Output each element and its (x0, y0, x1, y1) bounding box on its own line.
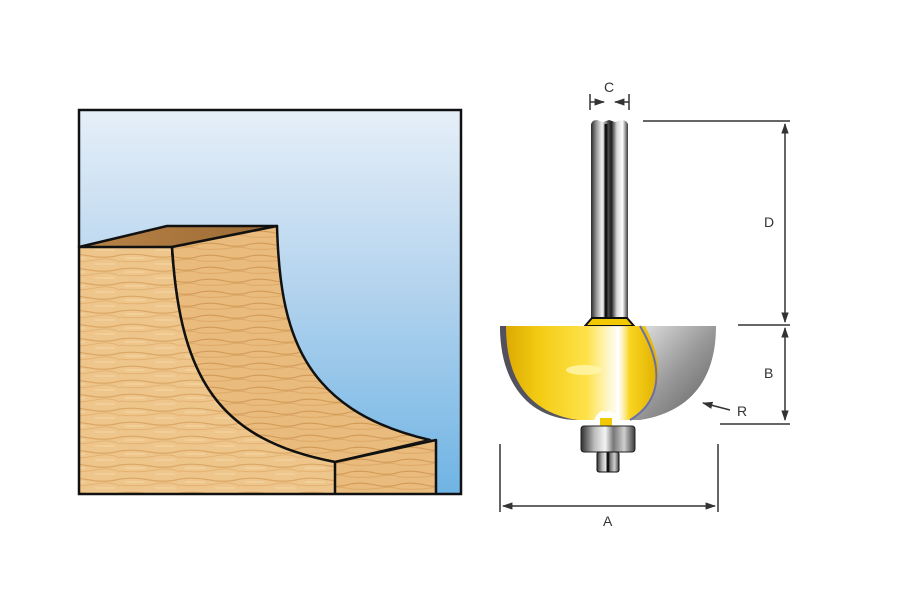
wood-front-face (79, 247, 172, 494)
dimension-d (643, 120, 790, 324)
wood-step-face (335, 440, 436, 494)
illustration-frame (77, 108, 463, 496)
dimension-a (499, 444, 719, 512)
label-r: R (737, 403, 747, 419)
cutter-head (500, 325, 716, 421)
label-a: A (603, 513, 613, 529)
carbide-edge-right (630, 326, 716, 420)
router-bit-drawing (500, 120, 716, 473)
label-d: D (764, 214, 774, 230)
profile-illustration (77, 108, 463, 496)
dimension-b (720, 324, 790, 425)
dimensions (499, 94, 790, 512)
label-b: B (764, 365, 773, 381)
dimension-r (701, 401, 731, 411)
wood-front-lower (172, 247, 335, 494)
dimension-c (589, 94, 630, 110)
bearing (580, 418, 636, 473)
label-c: C (604, 79, 614, 95)
shank (591, 120, 628, 320)
shank-collar (582, 317, 637, 327)
